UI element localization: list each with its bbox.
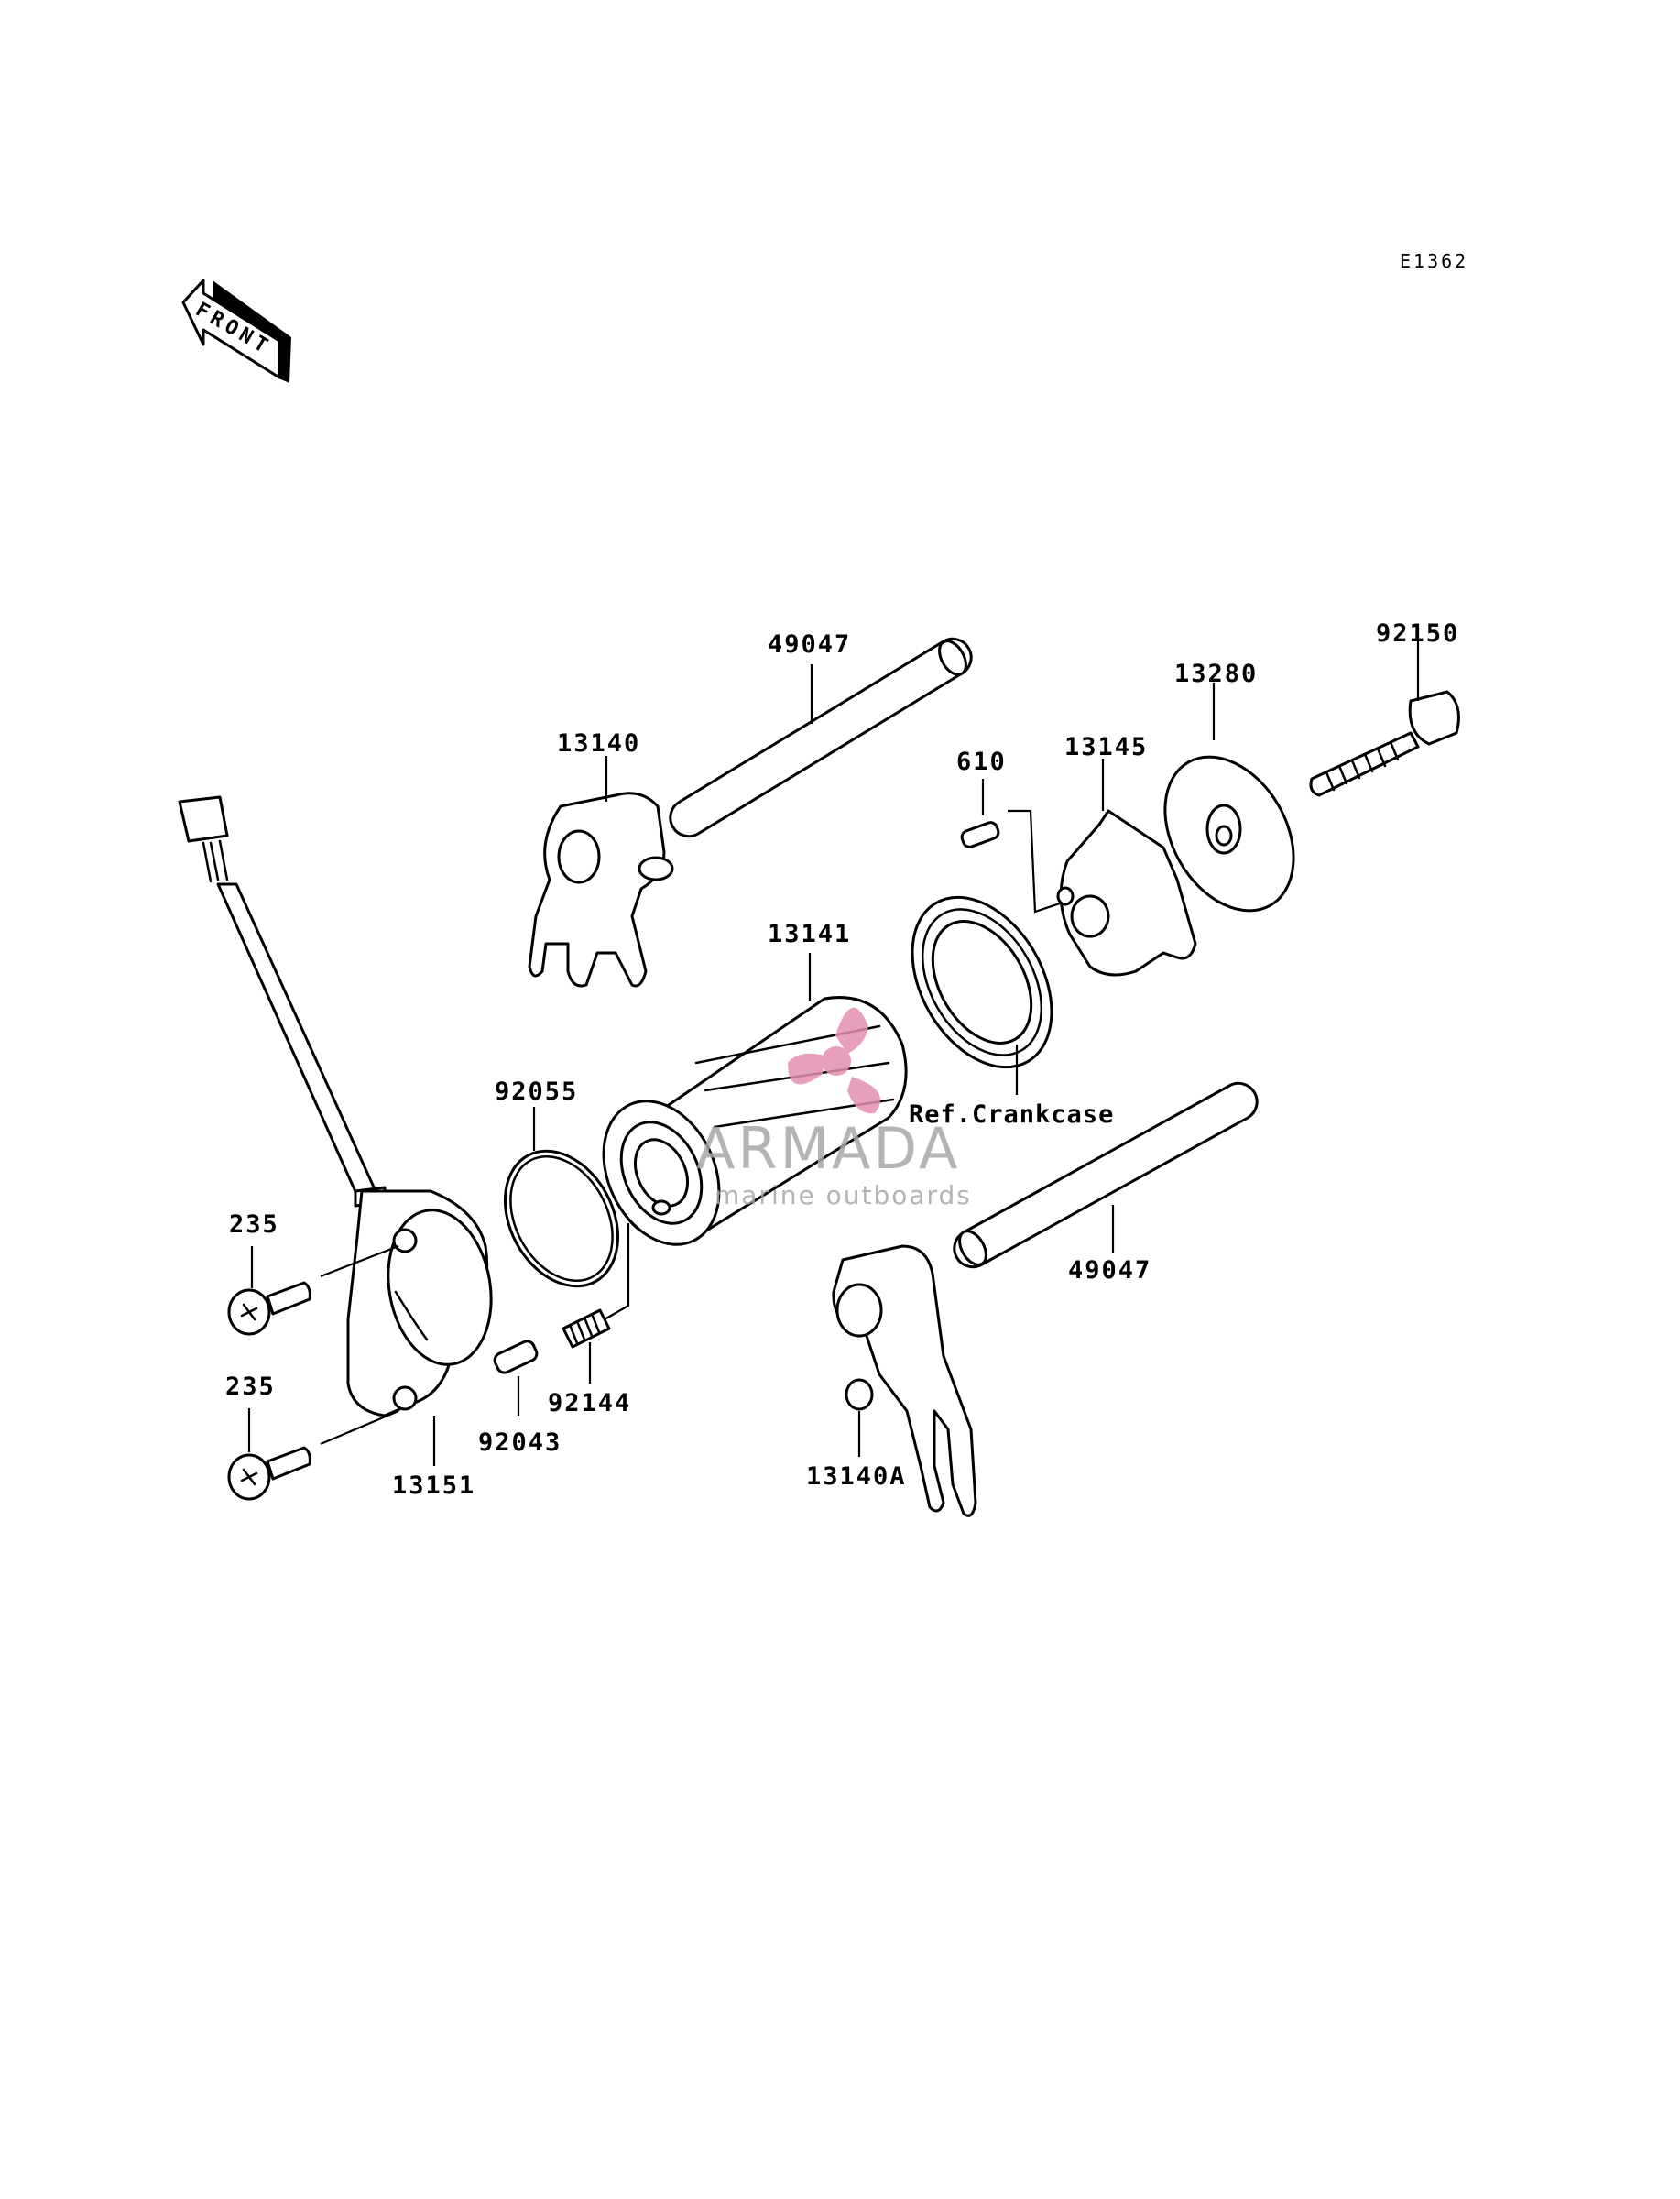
callout-92144: 92144 [548, 1389, 631, 1417]
diagram-code: E1362 [1400, 250, 1468, 272]
ref-crankcase-label: Ref.Crankcase [909, 1100, 1114, 1129]
callout-235-lower: 235 [225, 1373, 276, 1401]
armada-logo-icon [788, 1007, 881, 1114]
callout-235-upper: 235 [229, 1210, 279, 1239]
shift-fork-13140 [528, 756, 674, 988]
shift-drum-13141 [602, 953, 908, 1246]
callout-92150: 92150 [1376, 619, 1459, 648]
shift-rod-upper [669, 637, 973, 838]
shift-drum-star-13145 [1056, 759, 1197, 977]
callout-13280: 13280 [1174, 660, 1258, 688]
watermark-tagline: marine outboards [715, 1180, 972, 1210]
callout-49047-bottom: 49047 [1068, 1256, 1151, 1285]
callout-92043: 92043 [478, 1428, 562, 1457]
bearing [911, 895, 1053, 1095]
bolt-235-upper [227, 1244, 399, 1336]
front-arrow-icon: FRONT [181, 279, 291, 383]
callout-13141: 13141 [768, 920, 851, 948]
dowel-pin-610 [960, 779, 1064, 914]
pin-92043 [493, 1340, 539, 1416]
callout-13140A: 13140A [806, 1462, 907, 1491]
bolt-92150 [1309, 641, 1460, 797]
spring-92144 [562, 1223, 630, 1384]
callout-13145: 13145 [1064, 733, 1148, 761]
callout-13151: 13151 [392, 1471, 475, 1500]
neutral-sensor-13151 [178, 795, 493, 1466]
o-ring-92055 [503, 1107, 620, 1288]
bolt-235-lower [227, 1408, 399, 1501]
callout-610: 610 [956, 748, 1007, 776]
plate-13280 [1163, 683, 1295, 913]
callout-92055: 92055 [495, 1078, 578, 1106]
watermark-brand: ARMADA [696, 1115, 960, 1182]
shift-fork-13140A [832, 1244, 977, 1517]
shift-rod-lower [953, 1081, 1259, 1269]
callout-49047-top: 49047 [768, 630, 851, 659]
watermark: ARMADA marine outboards [696, 1007, 972, 1210]
callout-13140: 13140 [557, 729, 640, 758]
